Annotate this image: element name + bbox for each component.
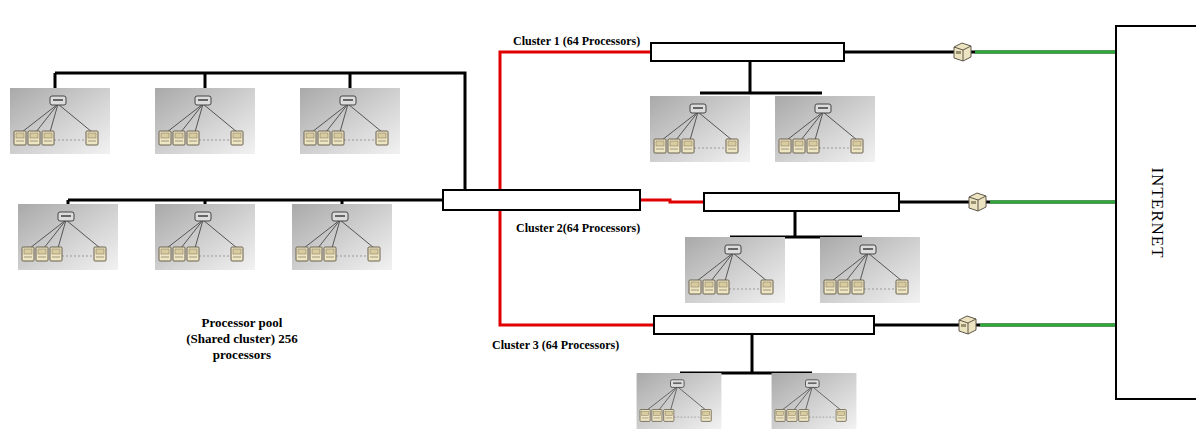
cluster-label: Cluster 3 (64 Processors)	[492, 338, 619, 352]
cluster-switch: Cluster 2(64 Processors)	[703, 192, 900, 212]
processor-pool: Processor pool (Shared cluster) 256 proc…	[0, 65, 443, 370]
red-link	[443, 52, 650, 200]
red-link	[443, 200, 653, 325]
cluster-label: Cluster 1 (64 Processors)	[513, 34, 640, 48]
cluster-label: Cluster 2(64 Processors)	[516, 221, 640, 235]
cloud-label: INTERNET	[1147, 167, 1167, 258]
uplink-line	[900, 201, 1115, 204]
cluster-switch: Cluster 3 (64 Processors)	[653, 315, 875, 335]
internet-cloud: INTERNET	[1115, 25, 1196, 400]
group-label: Processor pool (Shared cluster) 256 proc…	[180, 315, 304, 363]
cluster-switch: Cluster 1 (64 Processors)	[650, 42, 845, 62]
uplink-line	[875, 324, 1115, 327]
uplink-line	[845, 51, 1115, 54]
